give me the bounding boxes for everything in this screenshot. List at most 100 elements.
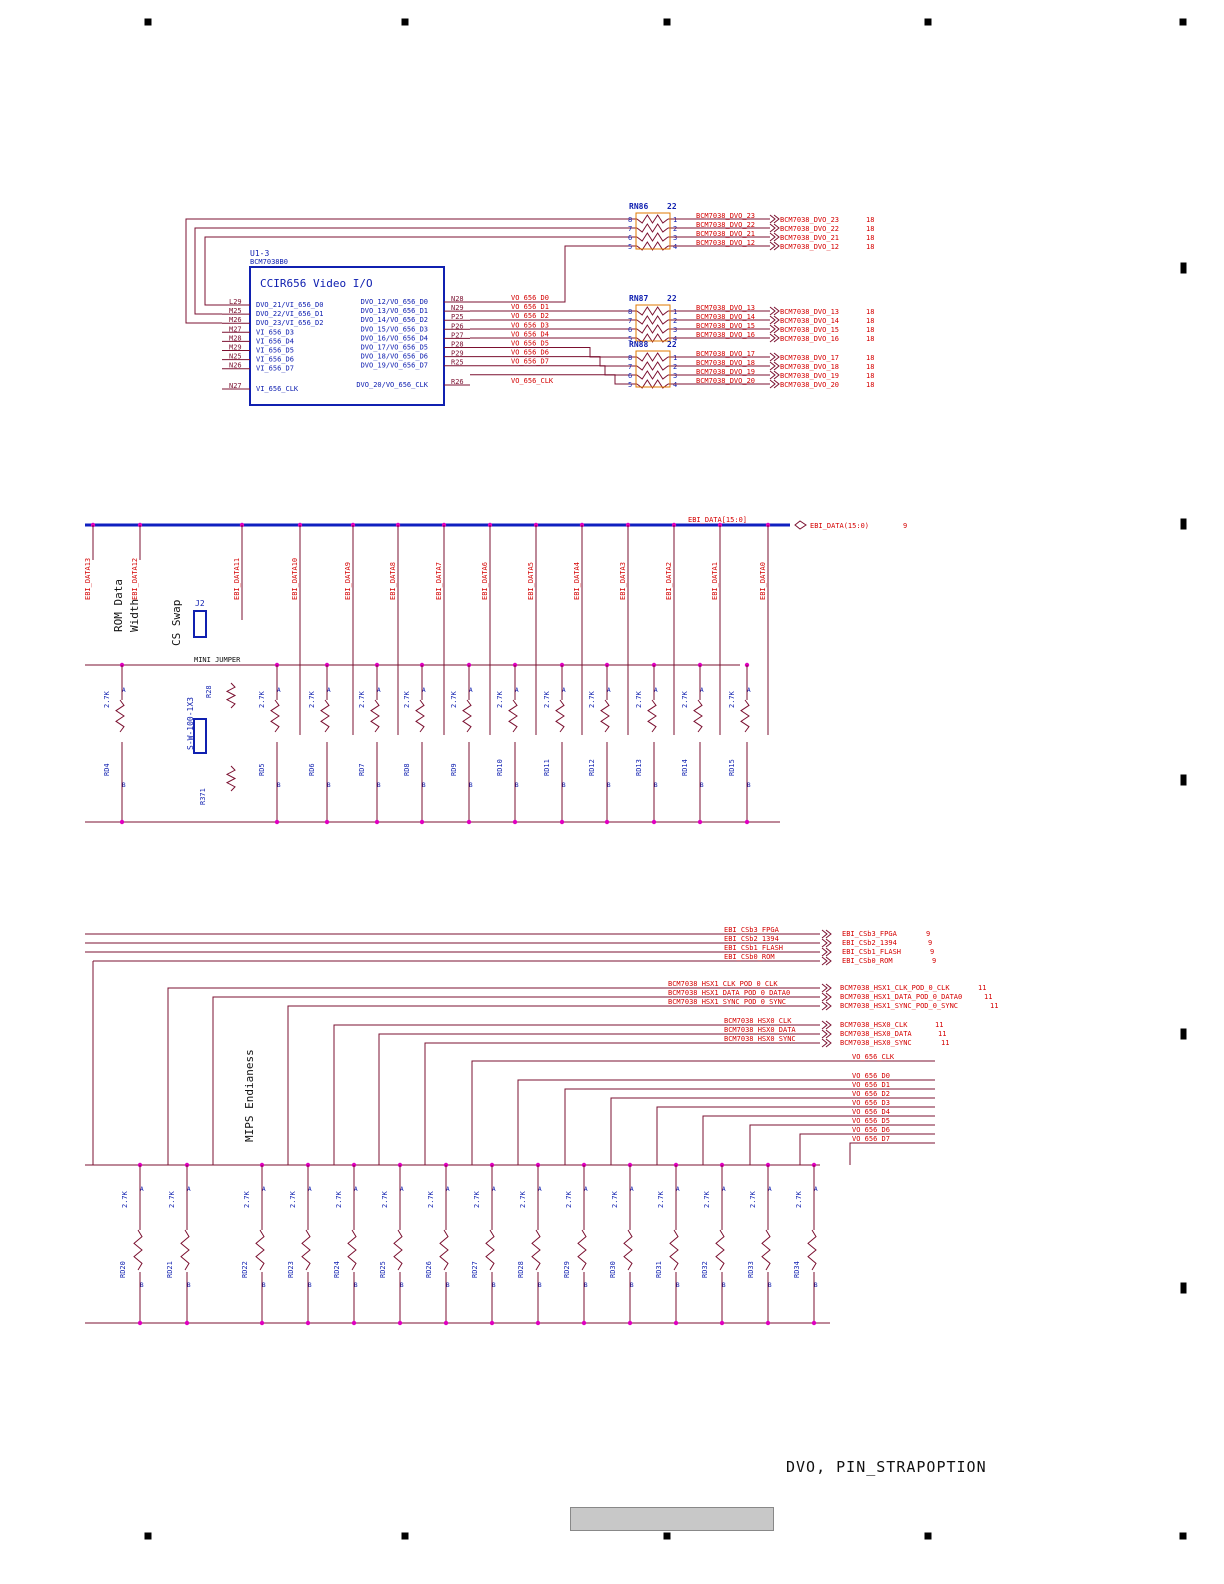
offpage-net-label: BCM7038_DVO_13 — [780, 308, 839, 316]
cs-net-label: EBI_CSb0_ROM — [724, 953, 775, 961]
border-mark — [1180, 518, 1187, 530]
offpage-net-label: BCM7038_DVO_22 — [780, 225, 839, 233]
offpage-arrow — [825, 1020, 832, 1030]
border-mark — [1180, 1028, 1187, 1040]
rail-junction — [535, 1320, 541, 1326]
vo-strap-net-label: VO_656_D2 — [852, 1090, 890, 1098]
cs-net-label: EBI_CSb2_1394 — [724, 935, 779, 943]
border-mark — [144, 1532, 152, 1540]
hsx0-page-ref: 11 — [941, 1039, 949, 1047]
offpage-arrow — [773, 315, 780, 325]
rd-ref: RD6 — [308, 763, 316, 776]
offpage-arrow — [825, 1029, 832, 1039]
ebi-data-label: EBI_DATA0 — [759, 562, 767, 600]
r371-ref: R371 — [199, 788, 207, 805]
dvo-loop-trace — [185, 218, 637, 324]
rnet-resistor — [636, 306, 669, 316]
hsx0-trace — [333, 1024, 820, 1165]
rail-junction — [351, 1320, 357, 1326]
resistor-value: 2.7K — [657, 1190, 665, 1208]
rnet-pin-left: 7 — [628, 317, 632, 325]
vo-strap-net-label: VO_656_D7 — [852, 1135, 890, 1143]
ebi-page-ref: 9 — [903, 522, 907, 530]
rail-junction — [581, 1320, 587, 1326]
offpage-arrow — [773, 352, 780, 362]
resistor-value: 2.7K — [565, 1190, 573, 1208]
j2-jumper — [193, 610, 207, 638]
strap-resistor — [133, 1229, 143, 1271]
offpage-arrow — [825, 992, 832, 1002]
strap-resistor — [347, 1229, 357, 1271]
vo-strap-trace — [849, 1142, 935, 1165]
rd-ref: RD8 — [403, 763, 411, 776]
pin-a: A — [538, 1186, 542, 1193]
resistor-value: 2.7K — [681, 690, 689, 708]
u1-right-pin-number: P25 — [451, 313, 464, 321]
offpage-net-label: BCM7038_DVO_21 — [780, 234, 839, 242]
u1-right-pin-name: DVO_13/VO_656_D1 — [361, 307, 428, 315]
resistor-value: 2.7K — [611, 1190, 619, 1208]
rd-ref: RD21 — [166, 1261, 174, 1278]
pin-a: A — [676, 1186, 680, 1193]
pin-b: B — [262, 1282, 266, 1289]
strap-resistor — [485, 1229, 495, 1271]
offpage-arrow — [769, 232, 776, 242]
rail-junction — [697, 819, 703, 825]
resistor-value: 2.7K — [496, 690, 504, 708]
strap-resistor — [715, 1229, 725, 1271]
ebi-data-label: EBI_DATA10 — [291, 558, 299, 600]
offpage-arrow — [825, 983, 832, 993]
hsx0-net-label: BCM7038_HSX0_CLK — [724, 1017, 792, 1025]
rd-ref: RD14 — [681, 759, 689, 776]
hsx1-trace — [287, 1005, 820, 1165]
offpage-arrow — [773, 306, 780, 316]
ebi-data-label: EBI_DATA2 — [665, 562, 673, 600]
offpage-arrow — [773, 370, 780, 380]
pin-a: A — [630, 1186, 634, 1193]
offpage-arrow — [769, 315, 776, 325]
u1-right-pin-name: DVO_18/VO_656_D6 — [361, 353, 428, 361]
resistor-value: 2.7K — [450, 690, 458, 708]
offpage-net-label: BCM7038_DVO_18 — [780, 363, 839, 371]
vo-strap-trace — [610, 1097, 935, 1165]
hsx1-net-label: BCM7038_HSX1_SYNC_POD_0_SYNC — [668, 998, 786, 1006]
pin-b: B — [377, 782, 381, 789]
sheet-title: DVO, PIN_STRAPOPTION — [786, 1458, 987, 1476]
rnet-outline — [635, 350, 671, 388]
u1-left-pin-name: VI_656_D7 — [256, 365, 294, 373]
pin-b: B — [140, 1282, 144, 1289]
u1-left-pin-number: M29 — [229, 344, 242, 352]
border-mark — [1180, 262, 1187, 274]
rnet-resistor — [636, 241, 669, 251]
pin-a: A — [607, 687, 611, 694]
resistor-value: 2.7K — [358, 690, 366, 708]
rnet-pin-left: 8 — [628, 216, 632, 224]
rail-junction — [604, 819, 610, 825]
hsx0-net-label: BCM7038_HSX0_SYNC — [724, 1035, 796, 1043]
rnet-pin-left: 6 — [628, 326, 632, 334]
pin-a: A — [515, 687, 519, 694]
ebi-data-label: EBI_DATA3 — [619, 562, 627, 600]
r28-ref: R28 — [205, 685, 213, 698]
vo-trace — [470, 356, 637, 367]
u1-left-pin-name: VI_656_D6 — [256, 356, 294, 364]
rail-junction — [512, 819, 518, 825]
resistor-value: 2.7K — [427, 1190, 435, 1208]
rail-junction — [673, 1320, 679, 1326]
rnet-pin-right: 3 — [673, 234, 677, 242]
r371-resistor — [225, 765, 237, 792]
vo-trace — [470, 347, 637, 358]
ebi-data-label: EBI_DATA9 — [344, 562, 352, 600]
vo-net-label: VO_656_D2 — [511, 312, 549, 320]
rd-ref: RD20 — [119, 1261, 127, 1278]
vo-trace — [470, 245, 637, 303]
hsx0-page-ref: 11 — [938, 1030, 946, 1038]
resistor-value: 2.7K — [403, 690, 411, 708]
rd-ref: RD34 — [793, 1261, 801, 1278]
strap-resistor — [740, 699, 750, 733]
rnet-net-label: BCM7038_DVO_17 — [696, 350, 755, 358]
ebi-bus-label: EBI_DATA[15:0] — [688, 516, 747, 524]
u1-left-pin-number: N26 — [229, 362, 242, 370]
resistor-value: 2.7K — [795, 1190, 803, 1208]
pin-b: B — [187, 1282, 191, 1289]
